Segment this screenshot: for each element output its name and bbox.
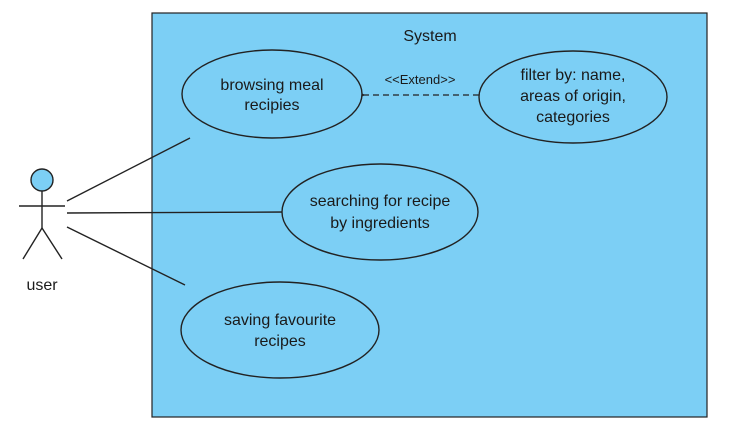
system-title: System	[403, 28, 456, 45]
actor-left-leg	[22, 227, 43, 260]
use-case-searching-line2: by ingredients	[330, 215, 430, 232]
association-searching	[66, 211, 288, 214]
use-case-filter-line1: filter by: name,	[521, 67, 626, 84]
actor-head	[30, 168, 54, 192]
use-case-browsing-line2: recipies	[244, 97, 299, 114]
use-case-saving-line2: recipes	[254, 333, 306, 350]
use-case-filter: filter by: name, areas of origin, catego…	[478, 50, 668, 144]
use-case-searching: searching for recipe by ingredients	[281, 163, 479, 261]
use-case-browsing: browsing meal recipies	[181, 49, 363, 139]
use-case-searching-line1: searching for recipe	[310, 193, 451, 210]
extend-label: <<Extend>>	[385, 72, 456, 87]
actor-label: user	[26, 277, 58, 294]
use-case-browsing-line1: browsing meal	[220, 77, 323, 94]
actor-user: user	[19, 168, 65, 294]
use-case-filter-line3: categories	[536, 109, 610, 126]
association-saving	[66, 226, 186, 286]
use-case-saving: saving favourite recipes	[180, 281, 380, 379]
use-case-filter-line2: areas of origin,	[520, 88, 626, 105]
use-case-saving-line1: saving favourite	[224, 312, 336, 329]
actor-right-leg	[41, 227, 63, 260]
association-browsing	[66, 137, 191, 202]
